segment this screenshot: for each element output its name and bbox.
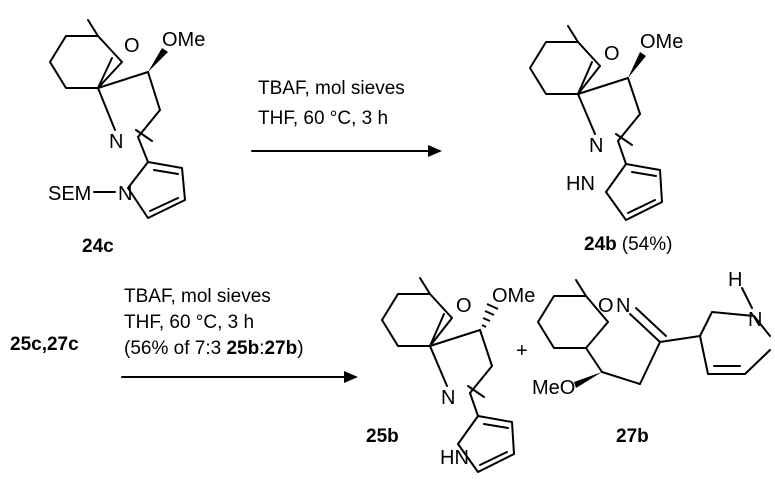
compound-id-25c-27c: 25c,27c <box>10 334 79 355</box>
bond <box>627 77 641 115</box>
bond <box>137 109 161 138</box>
pyrrole-hydrogen-label: H <box>728 269 742 291</box>
reagents-line-1: TBAF, mol sieves <box>124 286 271 307</box>
bond <box>577 65 601 95</box>
bond <box>529 41 601 95</box>
molecule-24c: O N OMe N SEM <box>48 19 205 219</box>
bond <box>97 61 123 89</box>
bond <box>659 335 701 343</box>
molecule-24b: O N OMe HN <box>529 25 683 221</box>
reagents-line-3: (56% of 7:3 25b:27b) <box>124 338 304 359</box>
imine-nitrogen-label: N <box>616 295 630 317</box>
bond <box>585 321 609 349</box>
bond <box>567 25 579 43</box>
bond <box>639 341 661 385</box>
bond <box>577 77 629 95</box>
bond <box>577 93 596 135</box>
yield-24b: (54%) <box>622 234 673 255</box>
bond <box>635 307 667 337</box>
compound-id-27b: 27b <box>616 426 649 447</box>
stereo-wedge <box>628 52 646 78</box>
methoxy-label: MeO <box>532 377 575 399</box>
reaction-arrow-1: TBAF, mol sieves THF, 60 °C, 3 h <box>251 78 442 157</box>
bond <box>429 313 445 347</box>
bond <box>605 163 663 221</box>
bond <box>631 171 657 177</box>
reaction-arrow-2: TBAF, mol sieves THF, 60 °C, 3 h (56% of… <box>121 286 358 383</box>
bond <box>429 345 448 387</box>
imine-nitrogen-label: N <box>589 135 603 157</box>
sem-group-label: SEM <box>48 183 91 205</box>
ring-oxygen-label: O <box>598 295 614 317</box>
bond <box>537 295 609 349</box>
bond <box>585 347 603 373</box>
molecule-27b: O N MeO N H <box>532 269 771 399</box>
stereo-hash <box>481 303 499 328</box>
bond <box>627 199 656 214</box>
bond <box>699 311 771 337</box>
ring-oxygen-label: O <box>456 295 472 317</box>
bond <box>457 415 515 473</box>
bond <box>575 279 587 297</box>
methoxy-label: OMe <box>162 29 205 51</box>
bond <box>419 277 431 295</box>
compound-id-24b: 24b(54%) <box>584 234 672 255</box>
pyrrole-nitrogen-label: N <box>748 309 762 331</box>
bond <box>97 71 149 89</box>
bond <box>49 35 123 89</box>
compound-id-24c: 24c <box>82 236 114 257</box>
pyrrole-nh-label: HN <box>440 447 469 469</box>
ring-oxygen-label: O <box>604 43 620 65</box>
compound-id-25b: 25b <box>366 426 399 447</box>
bond <box>479 329 493 367</box>
bond <box>87 19 99 37</box>
pyrrole-nitrogen-label: N <box>118 183 132 205</box>
bond <box>467 385 485 398</box>
bond <box>429 329 481 347</box>
bond <box>629 313 661 343</box>
reagents-line-2: THF, 60 °C, 3 h <box>258 108 388 129</box>
bond <box>429 317 453 347</box>
bond <box>601 371 641 385</box>
bond <box>135 129 153 142</box>
methoxy-label: OMe <box>492 285 535 307</box>
reagents-line-1: TBAF, mol sieves <box>258 78 405 99</box>
arrow-head <box>344 371 358 383</box>
bond <box>97 57 113 89</box>
stereo-wedge <box>148 48 168 72</box>
bond <box>137 136 149 163</box>
bond <box>127 161 186 219</box>
molecule-25b: O N OMe HN <box>381 277 535 473</box>
bond <box>153 169 179 175</box>
imine-nitrogen-label: N <box>441 387 455 409</box>
pyrrole-nh-label: HN <box>566 173 595 195</box>
bond <box>577 61 593 95</box>
plus-sign: + <box>516 340 528 362</box>
bond <box>147 71 161 111</box>
bond <box>149 197 179 212</box>
arrow-head <box>428 145 442 157</box>
bond <box>744 349 771 375</box>
bond <box>469 365 493 394</box>
bond <box>97 87 116 131</box>
methoxy-label: OMe <box>640 31 683 53</box>
bond <box>479 451 508 466</box>
bond <box>469 392 479 417</box>
bond <box>699 335 709 375</box>
reagents-line-2: THF, 60 °C, 3 h <box>124 312 254 333</box>
imine-nitrogen-label: N <box>109 131 123 153</box>
bond <box>741 287 753 309</box>
bond <box>483 423 509 429</box>
bond <box>615 133 633 146</box>
stereo-wedge <box>574 372 602 388</box>
bond <box>381 293 453 347</box>
ring-oxygen-label: O <box>124 35 140 57</box>
bond <box>617 113 641 142</box>
bond <box>617 140 627 165</box>
